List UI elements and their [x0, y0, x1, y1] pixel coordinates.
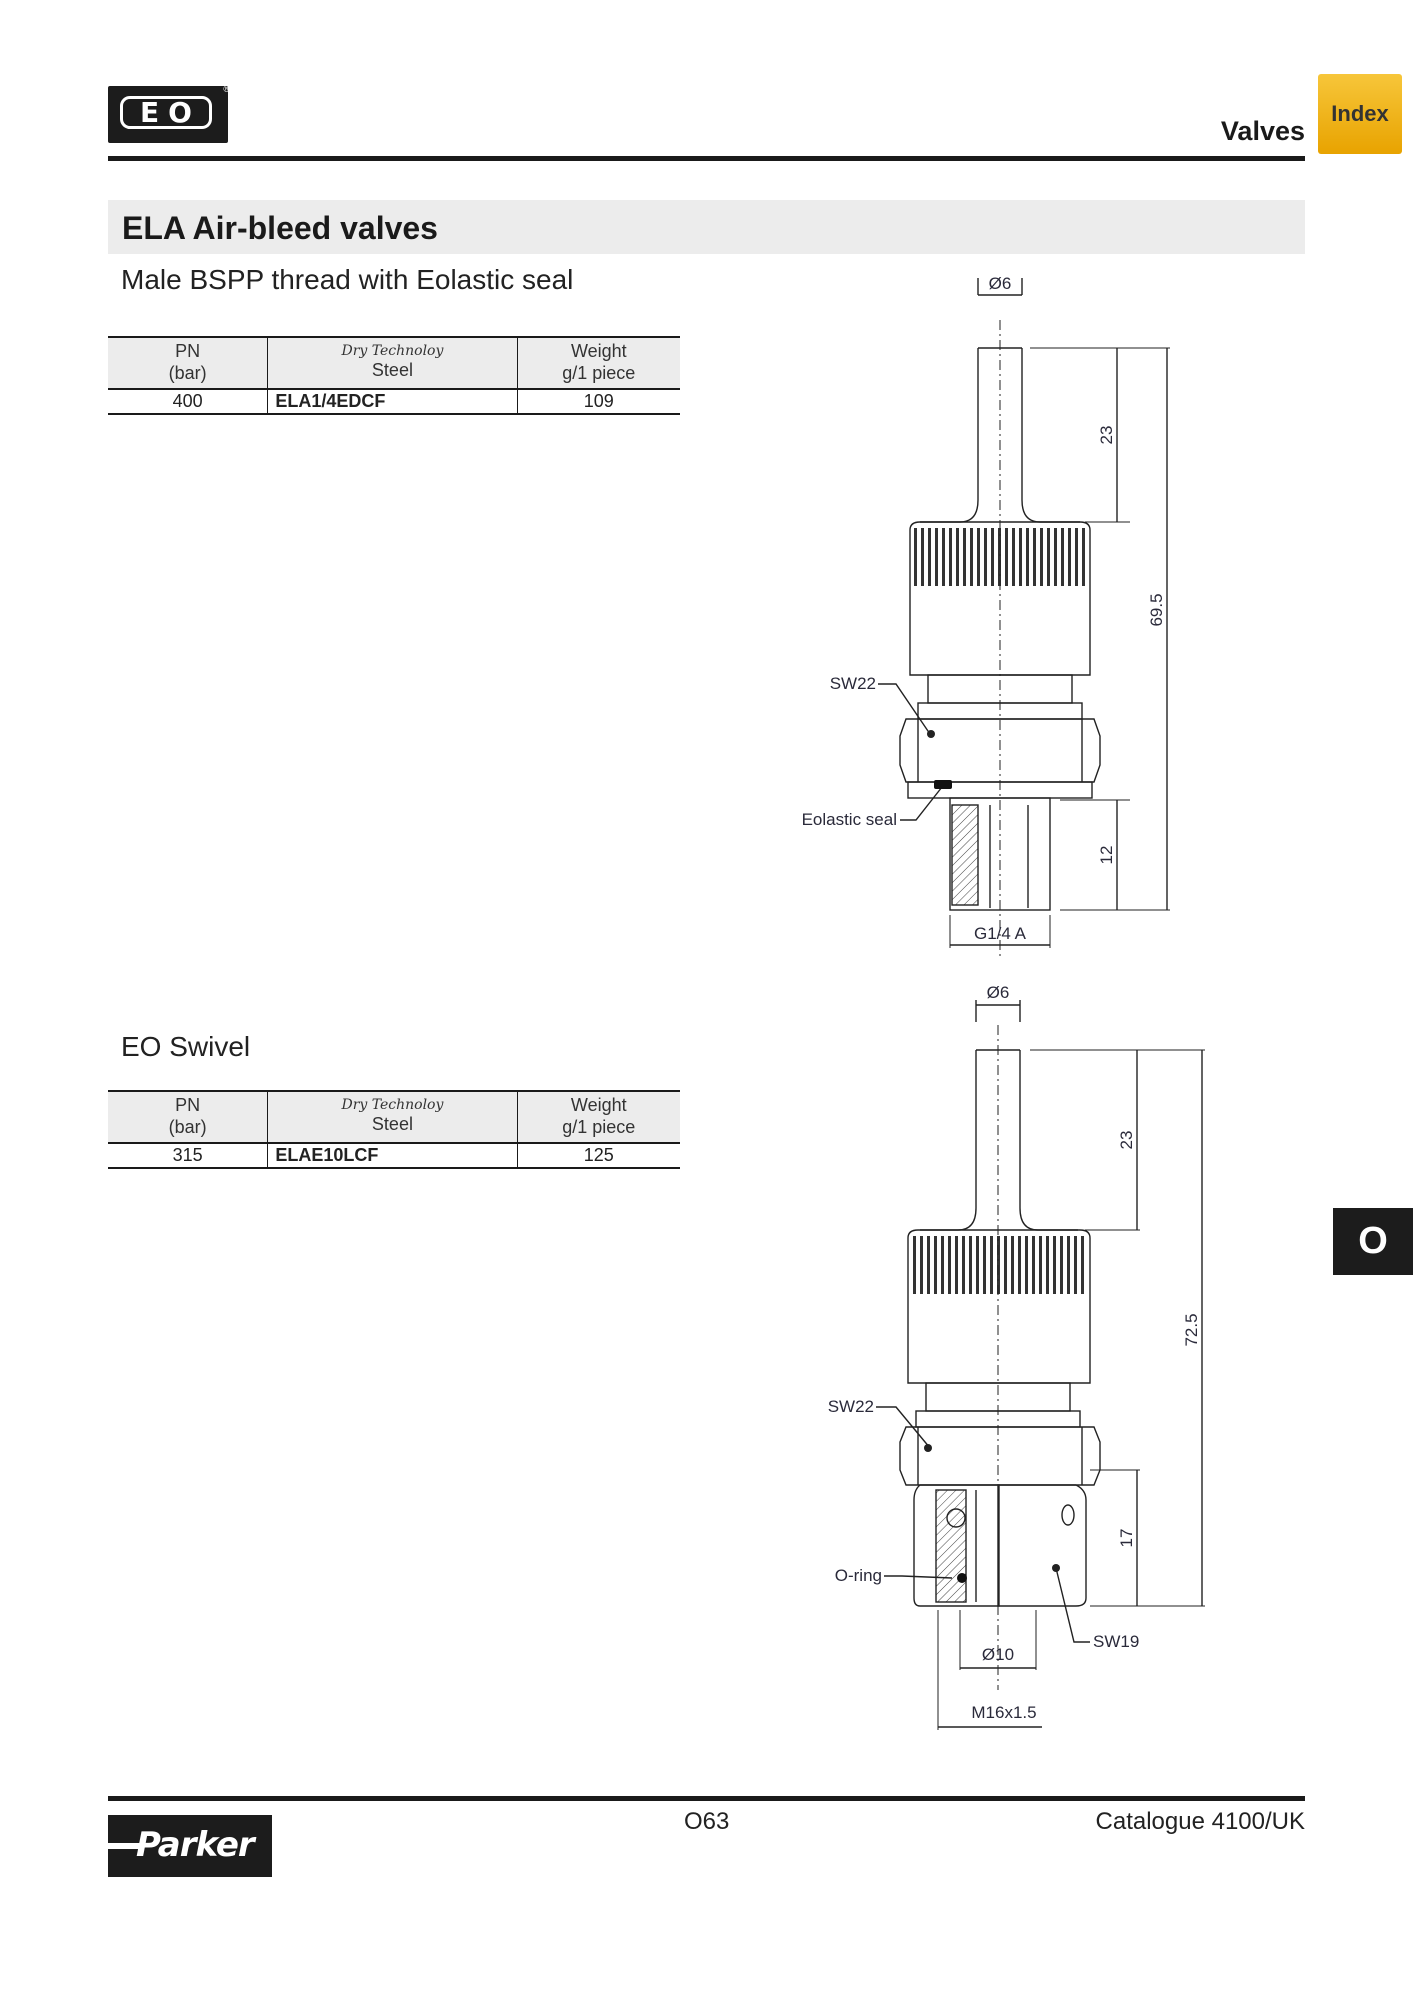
dim-dia-top: Ø6	[989, 274, 1012, 293]
label-thread: G1/4 A	[974, 924, 1027, 943]
code-cell: ELA1/4EDCF	[267, 389, 518, 415]
pn-header: PN(bar)	[108, 1090, 268, 1144]
eo-logo-text: EO	[120, 96, 212, 129]
variant1-drawing: Ø6 23 69.5 12 SW22 Eolastic seal G1/4 A	[802, 274, 1170, 960]
label-wrench: SW22	[830, 674, 876, 693]
dim-total: 72.5	[1182, 1313, 1201, 1346]
dim-total: 69.5	[1147, 593, 1166, 626]
title-band: ELA Air-bleed valves	[108, 200, 1305, 254]
weight-cell: 125	[516, 1143, 680, 1169]
dim-stem: 23	[1097, 426, 1116, 445]
dim-stem: 23	[1117, 1131, 1136, 1150]
variant2-subtitle: EO Swivel	[121, 1031, 251, 1062]
label-wrench-nut: SW19	[1093, 1632, 1139, 1651]
table-row: 315 ELAE10LCF 125	[108, 1143, 680, 1169]
label-thread: M16x1.5	[971, 1703, 1036, 1722]
page-number: O63	[684, 1808, 730, 1835]
section-title: Valves	[1220, 116, 1305, 146]
eo-logo: EO ®	[108, 84, 230, 143]
header-rule	[108, 156, 1305, 161]
pn-cell: 400	[108, 389, 268, 415]
parker-logo: Parker	[108, 1815, 272, 1877]
pn-cell: 315	[108, 1143, 268, 1169]
table-row: 400 ELA1/4EDCF 109	[108, 389, 680, 415]
label-wrench: SW22	[828, 1397, 874, 1416]
catalogue-label: Catalogue 4100/UK	[1095, 1808, 1305, 1835]
footer-rule	[108, 1796, 1305, 1801]
section-o-tab[interactable]: O	[1333, 1208, 1413, 1275]
pn-header: PN(bar)	[108, 336, 268, 390]
index-tab[interactable]: Index	[1318, 74, 1402, 154]
label-oring: O-ring	[835, 1566, 882, 1585]
code-cell: ELAE10LCF	[267, 1143, 518, 1169]
page-title: ELA Air-bleed valves	[122, 210, 438, 246]
variant1-subtitle: Male BSPP thread with Eolastic seal	[121, 264, 574, 295]
parker-logo-text: Parker	[136, 1825, 255, 1865]
variant2-drawing: Ø6 23 72.5 17 SW22 O-ring SW19 Ø10 M16x1…	[828, 983, 1205, 1730]
label-seal: Eolastic seal	[802, 810, 897, 829]
dim-nut-length: 17	[1117, 1529, 1136, 1548]
weight-cell: 109	[516, 389, 680, 415]
dim-bore: Ø10	[982, 1645, 1014, 1664]
dim-dia-top: Ø6	[987, 983, 1010, 1002]
dim-thread-length: 12	[1097, 846, 1116, 865]
